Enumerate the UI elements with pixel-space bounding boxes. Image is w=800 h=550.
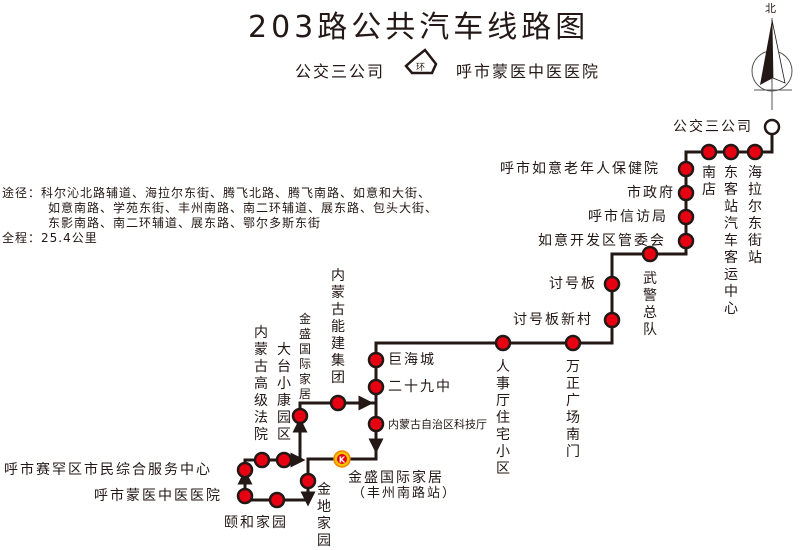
stop-icon[interactable] xyxy=(236,461,254,479)
stop-icon[interactable] xyxy=(603,275,621,293)
stop-label: 东客站汽车客运中心 xyxy=(724,165,738,317)
stop-icon[interactable] xyxy=(746,143,764,161)
origin-label: 公交三公司 xyxy=(295,62,386,81)
stop-label: 南店 xyxy=(702,165,716,198)
stop-label: 呼市如意老年人保健院 xyxy=(500,161,660,177)
stop-label: 呼市赛罕区市民综合服务中心 xyxy=(4,462,212,478)
length-value: 25.4公里 xyxy=(41,231,98,245)
stop-label: 颐和家园 xyxy=(224,515,288,531)
stop-icon[interactable] xyxy=(677,208,695,226)
terminal-stop-icon[interactable] xyxy=(763,118,781,136)
stop-icon[interactable] xyxy=(236,487,254,505)
stop-label: 万正广场南门 xyxy=(566,359,580,460)
stop-label: 金地家园 xyxy=(317,482,331,549)
via-label: 途径： xyxy=(2,186,42,200)
stop-icon[interactable] xyxy=(677,160,695,178)
stop-icon[interactable] xyxy=(494,334,512,352)
stop-label: 内蒙古高级法院 xyxy=(254,325,268,443)
stop-label: 内蒙古自治区科技厅 xyxy=(388,418,487,431)
stop-label: 如意开发区管委会 xyxy=(538,233,666,249)
stop-label: 讨号板 xyxy=(549,276,597,292)
stop-label: 海拉尔东街站 xyxy=(748,165,762,266)
length-label: 全程： xyxy=(2,231,42,245)
stop-icon[interactable] xyxy=(722,143,740,161)
stop-label: 内蒙古能建集团 xyxy=(331,268,345,386)
stop-label: 人事厅住宅小区 xyxy=(496,359,510,477)
stop-icon[interactable] xyxy=(367,378,385,396)
stop-label: 巨海城 xyxy=(388,352,436,368)
loop-icon-label: 环 xyxy=(416,63,426,73)
page-title: 203路公共汽车线路图 xyxy=(248,10,590,45)
stop-icon[interactable] xyxy=(700,143,718,161)
stop-icon[interactable] xyxy=(291,407,309,425)
compass-icon xyxy=(751,18,793,110)
stop-label: 市政府 xyxy=(627,185,675,201)
stop-icon[interactable] xyxy=(603,311,621,329)
stop-icon[interactable] xyxy=(253,451,271,469)
stop-markers xyxy=(236,143,764,509)
stop-icon[interactable] xyxy=(275,451,293,469)
stop-label: 大台小康园区 xyxy=(277,342,291,443)
via-row-1: 途径：科尔沁北路辅道、海拉尔东街、腾飞北路、腾飞南路、如意和大街、 xyxy=(2,186,431,201)
stop-label-transfer-sub: （丰州南路站） xyxy=(352,486,458,501)
stop-icon[interactable] xyxy=(268,491,286,509)
stop-label-terminal: 公交三公司 xyxy=(673,119,753,135)
stop-label: 二十九中 xyxy=(388,379,452,395)
stop-label: 呼市信访局 xyxy=(588,209,668,225)
stop-icon[interactable] xyxy=(564,334,582,352)
stop-label-transfer: 金盛国际家居 xyxy=(348,470,444,486)
stop-icon[interactable] xyxy=(677,184,695,202)
stop-icon[interactable] xyxy=(329,394,347,412)
loop-recycle-icon xyxy=(404,48,438,75)
stop-label: 呼市蒙医中医医院 xyxy=(94,488,222,504)
route-length: 全程：25.4公里 xyxy=(2,231,98,246)
stop-label: 武警总队 xyxy=(643,271,657,338)
transfer-station-k-icon[interactable]: K xyxy=(333,450,351,468)
stop-icon[interactable] xyxy=(367,415,385,433)
stop-icon[interactable] xyxy=(677,232,695,250)
north-label: 北 xyxy=(765,2,776,15)
via-line: 科尔沁北路辅道、海拉尔东街、腾飞北路、腾飞南路、如意和大街、 xyxy=(41,186,432,200)
svg-text:K: K xyxy=(339,456,346,465)
stop-label: 讨号板新村 xyxy=(513,312,593,328)
via-line: 东影南路、南二环辅道、展东路、鄂尔多斯东街 xyxy=(48,216,322,230)
destination-label: 呼市蒙医中医医院 xyxy=(456,62,601,81)
stop-icon[interactable] xyxy=(641,245,659,263)
stop-icon[interactable] xyxy=(367,351,385,369)
via-line: 如意南路、学苑东街、丰州南路、南二环辅道、展东路、包头大街、 xyxy=(48,201,439,215)
stop-label: 金盛国际家居 xyxy=(298,312,311,401)
stop-icon[interactable] xyxy=(299,472,317,490)
